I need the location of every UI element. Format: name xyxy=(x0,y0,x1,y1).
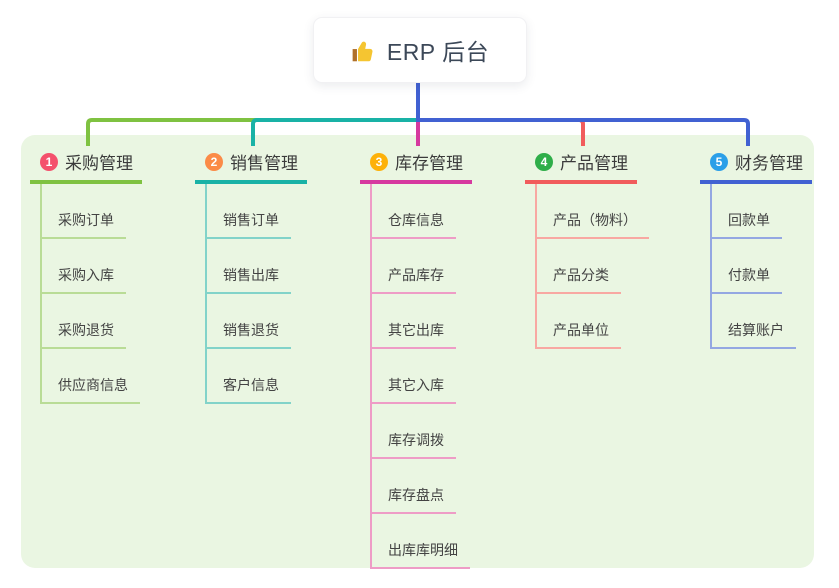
child-node[interactable]: 回款单 xyxy=(710,210,782,239)
child-row: 供应商信息 xyxy=(40,349,186,404)
branch-number-badge: 3 xyxy=(370,152,388,171)
child-node[interactable]: 产品库存 xyxy=(370,265,456,294)
child-row: 其它入库 xyxy=(370,349,516,404)
child-node[interactable]: 采购订单 xyxy=(40,210,126,239)
child-row: 付款单 xyxy=(710,239,839,294)
child-row: 结算账户 xyxy=(710,294,839,349)
child-node[interactable]: 产品分类 xyxy=(535,265,621,294)
child-node[interactable]: 产品单位 xyxy=(535,320,621,349)
root-title: ERP 后台 xyxy=(386,39,490,65)
child-row: 客户信息 xyxy=(205,349,351,404)
child-row: 仓库信息 xyxy=(370,184,516,239)
branch-采购管理: 1 采购管理 采购订单 采购入库 采购退货 供应商信息 xyxy=(30,147,186,404)
branch-children: 产品（物料） 产品分类 产品单位 xyxy=(535,184,681,349)
branch-children: 回款单 付款单 结算账户 xyxy=(710,184,839,349)
branch-销售管理: 2 销售管理 销售订单 销售出库 销售退货 客户信息 xyxy=(195,147,351,404)
branch-label: 财务管理 xyxy=(735,154,803,173)
child-row: 销售出库 xyxy=(205,239,351,294)
branches-panel xyxy=(21,135,814,568)
branch-children: 采购订单 采购入库 采购退货 供应商信息 xyxy=(40,184,186,404)
branch-number-badge: 2 xyxy=(205,152,223,171)
child-node[interactable]: 付款单 xyxy=(710,265,782,294)
child-node[interactable]: 供应商信息 xyxy=(40,375,140,404)
child-node[interactable]: 其它入库 xyxy=(370,375,456,404)
child-node[interactable]: 出库库明细 xyxy=(370,540,470,569)
branch-header[interactable]: 4 产品管理 xyxy=(525,147,637,184)
child-node[interactable]: 库存调拨 xyxy=(370,430,456,459)
branch-header[interactable]: 2 销售管理 xyxy=(195,147,307,184)
child-row: 回款单 xyxy=(710,184,839,239)
child-node[interactable]: 其它出库 xyxy=(370,320,456,349)
child-row: 采购订单 xyxy=(40,184,186,239)
branch-label: 产品管理 xyxy=(560,154,628,173)
branch-label: 库存管理 xyxy=(395,154,463,173)
child-row: 产品单位 xyxy=(535,294,681,349)
child-node[interactable]: 采购入库 xyxy=(40,265,126,294)
branch-label: 采购管理 xyxy=(65,154,133,173)
child-row: 库存盘点 xyxy=(370,459,516,514)
child-node[interactable]: 销售退货 xyxy=(205,320,291,349)
child-node[interactable]: 仓库信息 xyxy=(370,210,456,239)
child-row: 其它出库 xyxy=(370,294,516,349)
child-row: 出库库明细 xyxy=(370,514,516,569)
root-node[interactable]: ERP 后台 xyxy=(313,17,527,83)
branch-header[interactable]: 5 财务管理 xyxy=(700,147,812,184)
branch-children: 仓库信息 产品库存 其它出库 其它入库 库存调拨 库存盘点 出库库明细 xyxy=(370,184,516,569)
child-row: 产品（物料） xyxy=(535,184,681,239)
branch-number-badge: 5 xyxy=(710,152,728,171)
child-row: 产品分类 xyxy=(535,239,681,294)
child-row: 销售订单 xyxy=(205,184,351,239)
child-node[interactable]: 采购退货 xyxy=(40,320,126,349)
child-node[interactable]: 销售订单 xyxy=(205,210,291,239)
branch-header[interactable]: 3 库存管理 xyxy=(360,147,472,184)
child-row: 库存调拨 xyxy=(370,404,516,459)
branch-header[interactable]: 1 采购管理 xyxy=(30,147,142,184)
branch-产品管理: 4 产品管理 产品（物料） 产品分类 产品单位 xyxy=(525,147,681,349)
branch-children: 销售订单 销售出库 销售退货 客户信息 xyxy=(205,184,351,404)
branch-财务管理: 5 财务管理 回款单 付款单 结算账户 xyxy=(700,147,839,349)
branch-库存管理: 3 库存管理 仓库信息 产品库存 其它出库 其它入库 库存调拨 库存盘点 出库库… xyxy=(360,147,516,569)
child-node[interactable]: 客户信息 xyxy=(205,375,291,404)
child-node[interactable]: 库存盘点 xyxy=(370,485,456,514)
child-node[interactable]: 销售出库 xyxy=(205,265,291,294)
child-row: 采购退货 xyxy=(40,294,186,349)
child-node[interactable]: 产品（物料） xyxy=(535,210,649,239)
child-row: 采购入库 xyxy=(40,239,186,294)
branch-label: 销售管理 xyxy=(230,154,298,173)
child-node[interactable]: 结算账户 xyxy=(710,320,796,349)
branch-number-badge: 4 xyxy=(535,152,553,171)
child-row: 销售退货 xyxy=(205,294,351,349)
branch-number-badge: 1 xyxy=(40,152,58,171)
thumbs-up-icon xyxy=(351,38,377,64)
child-row: 产品库存 xyxy=(370,239,516,294)
